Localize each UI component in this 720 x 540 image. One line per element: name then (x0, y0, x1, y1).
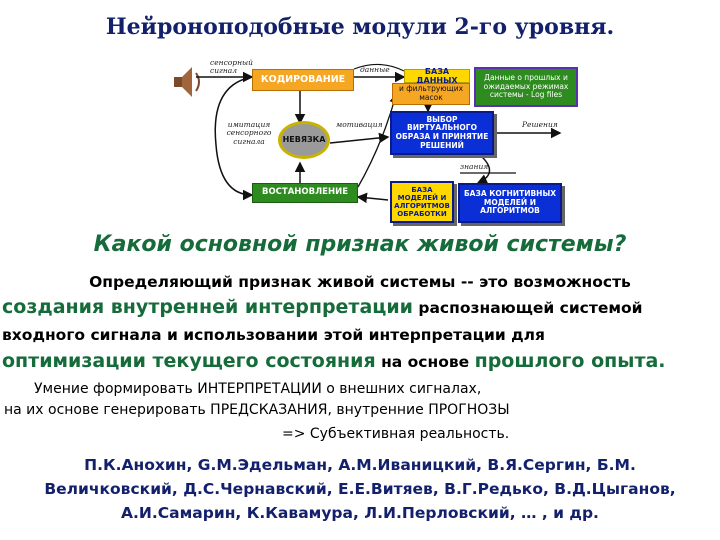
definition-text-4: на основе (375, 353, 475, 371)
authors-line-2: Величковский, Д.С.Чернавский, Е.Е.Витяев… (44, 480, 676, 498)
mismatch-node: НЕВЯЗКА (278, 121, 330, 159)
imitation-label: имитация сенсорного сигнала (226, 120, 272, 146)
definition-line-2: создания внутренней интерпретации распоз… (2, 296, 720, 318)
choice-box: ВЫБОР ВИРТУАЛЬНОГО ОБРАЗА И ПРИНЯТИЕ РЕШ… (390, 111, 494, 155)
database-box: БАЗА ДАННЫХ (404, 67, 470, 85)
log-files-box: Данные о прошлых и ожидаемых режимах сис… (474, 67, 578, 107)
sensory-signal-label: сенсорный сигнал (210, 58, 253, 76)
data-label: данные (360, 65, 390, 74)
authors-line-1: П.К.Анохин, G.М.Эдельман, А.М.Иваницкий,… (84, 456, 636, 474)
definition-highlight-1: создания внутренней интерпретации (2, 296, 413, 318)
decisions-label: Решения (522, 120, 558, 129)
definition-text-2: распознающей системой (412, 299, 643, 317)
definition-line-3: входного сигнала и использовании этой ин… (2, 326, 545, 344)
main-question: Какой основной признак живой системы? (93, 232, 627, 257)
skills-line-3: => Субъективная реальность. (282, 426, 510, 442)
speaker-icon (174, 67, 200, 97)
page-title: Нейроноподобные модули 2-го уровня. (105, 14, 615, 40)
definition-line-4: оптимизации текущего состояния на основе… (2, 350, 720, 372)
skills-line-1: Умение формировать ИНТЕРПРЕТАЦИИ о внешн… (34, 381, 482, 397)
architecture-diagram: КОДИРОВАНИЕ НЕВЯЗКА ВОСТАНОВЛЕНИЕ БАЗА Д… (160, 55, 600, 235)
motivation-label: мотивация (336, 120, 383, 129)
models-db-box: БАЗА МОДЕЛЕЙ И АЛГОРИТМОВ ОБРАБОТКИ (390, 181, 454, 223)
restoration-box: ВОСТАНОВЛЕНИЕ (252, 183, 358, 203)
diagram-arrows (174, 63, 562, 204)
filters-box: и фильтрующих масок (392, 83, 470, 105)
authors-line-3: А.И.Самарин, К.Кавамура, Л.И.Перловский,… (121, 504, 599, 522)
coding-box: КОДИРОВАНИЕ (252, 69, 354, 91)
definition-line-1: Определяющий признак живой системы -- эт… (89, 273, 631, 291)
skills-line-2: на их основе генерировать ПРЕДСКАЗАНИЯ, … (4, 402, 510, 418)
definition-highlight-3: прошлого опыта. (474, 350, 666, 372)
knowledge-label: знания (460, 162, 489, 171)
definition-highlight-2: оптимизации текущего состояния (2, 350, 376, 372)
cognitive-db-box: БАЗА КОГНИТИВНЫХ МОДЕЛЕЙ И АЛГОРИТМОВ (458, 183, 562, 223)
